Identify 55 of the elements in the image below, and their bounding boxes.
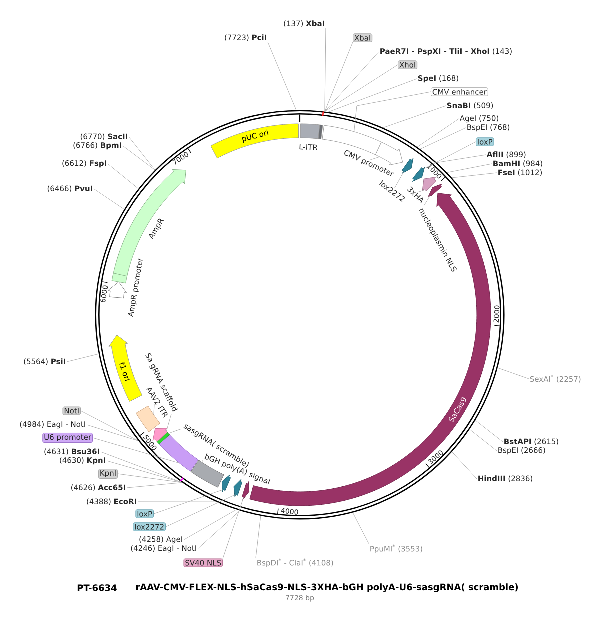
leader-line: [475, 420, 504, 442]
leader-line: [122, 146, 156, 170]
leader-line: [66, 354, 100, 362]
leader-line: [423, 142, 476, 170]
leader-line: [168, 428, 182, 434]
plasmid-id: PT-6634: [78, 584, 117, 592]
leader-line: [394, 172, 404, 189]
leader-line: [324, 64, 398, 112]
leader-line: [424, 195, 431, 206]
feature-band: [136, 406, 160, 432]
leader-line: [166, 494, 236, 528]
feature-band: [222, 474, 232, 493]
leader-line: [86, 424, 139, 442]
leader-line: [383, 106, 446, 128]
leader-line: [106, 460, 183, 483]
leader-line: [498, 368, 530, 380]
leader-line: [222, 497, 244, 559]
feature-band: [412, 166, 426, 182]
title: rAAV-CMV-FLEX-NLS-hSaCas9-NLS-3XHA-bGH polyA-U6-sasgRNA( scramble): [136, 584, 518, 592]
leader-line: [436, 154, 486, 164]
leader-line: [80, 410, 139, 442]
leader-line: [420, 128, 466, 150]
leader-line: [94, 188, 125, 210]
feature-band: [402, 158, 414, 174]
leader-line: [324, 28, 326, 112]
leader-line: [452, 452, 478, 480]
leader-line: [418, 190, 426, 192]
leader-line: [128, 136, 156, 170]
feature-band: [428, 184, 443, 198]
feature-band: [242, 482, 250, 500]
leader-line: [108, 164, 139, 190]
leader-line: [154, 490, 224, 514]
leader-line: [268, 42, 297, 110]
leader-line: [166, 414, 172, 432]
leader-line: [328, 78, 418, 112]
leader-line: [154, 404, 155, 416]
leader-line: [100, 452, 183, 483]
leader-line: [352, 512, 370, 544]
leader-line: [184, 510, 237, 540]
feature-band: [234, 479, 243, 498]
leader-line: [417, 118, 460, 148]
leader-line: [202, 460, 203, 463]
leader-line: [370, 156, 380, 160]
feature-band: [422, 177, 437, 192]
leader-line: [324, 42, 354, 112]
leader-line: [118, 474, 183, 483]
leader-line: [447, 164, 492, 173]
leader-line: [470, 429, 498, 452]
leader-line: [354, 92, 432, 132]
leader-line: [324, 52, 380, 112]
leader-line: [92, 438, 180, 464]
leader-line: [198, 510, 240, 550]
leader-line: [452, 172, 498, 178]
leader-line: [126, 482, 183, 488]
leader-line: [256, 516, 262, 558]
